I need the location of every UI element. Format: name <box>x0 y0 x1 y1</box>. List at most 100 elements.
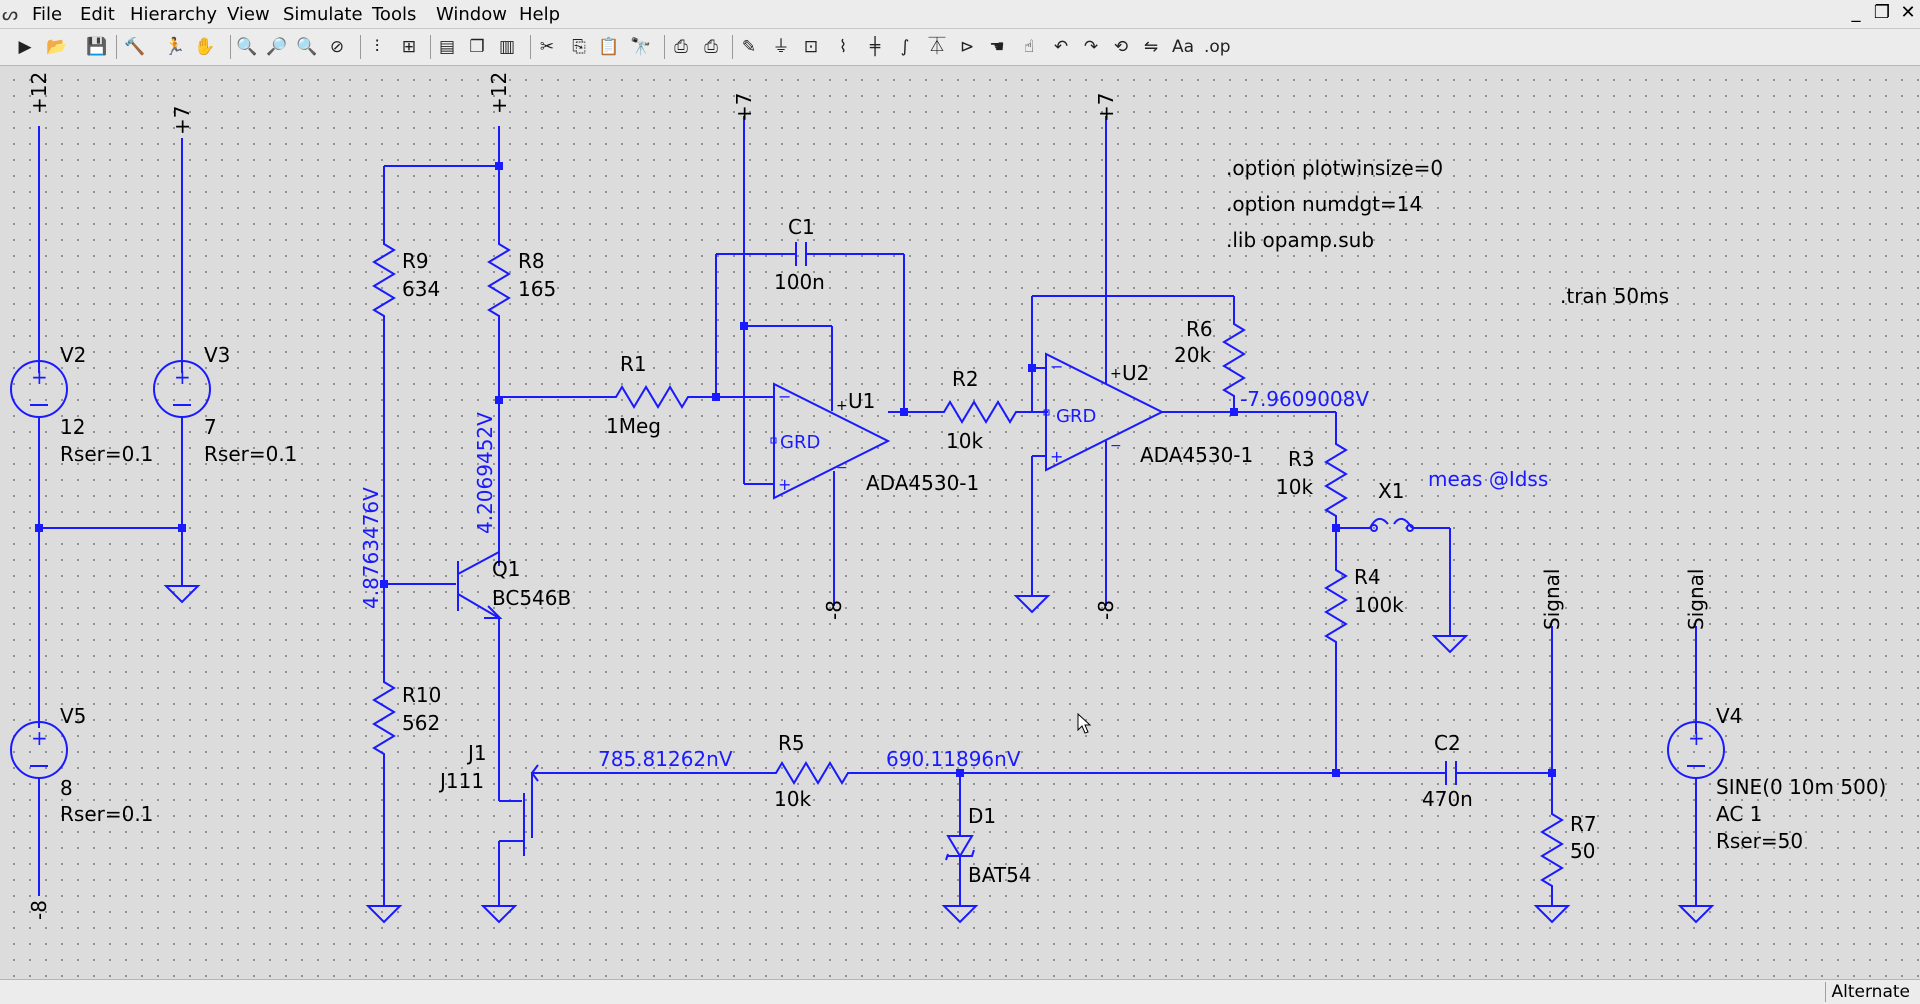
v4-name: V4 <box>1716 704 1742 728</box>
d1-value: BAT54 <box>968 863 1032 887</box>
menu-tools[interactable]: Tools <box>372 4 417 25</box>
menu-bar: ᔕ File Edit Hierarchy View Simulate Tool… <box>0 0 1920 29</box>
print-icon[interactable]: ⎙ <box>674 37 688 57</box>
paste-icon[interactable]: 📋 <box>598 37 620 57</box>
r1-value: 1Meg <box>606 414 661 438</box>
minimize-button[interactable]: _ <box>1851 2 1861 23</box>
halt-icon[interactable]: ✋ <box>194 37 216 57</box>
ground-icon[interactable]: ⏚ <box>772 37 790 57</box>
net-label-signal-2: Signal <box>1684 569 1708 630</box>
v5-rser: Rser=0.1 <box>60 802 153 826</box>
mirror-icon[interactable]: ⇋ <box>1143 37 1159 57</box>
v5-name: V5 <box>60 704 86 728</box>
j1-value: J111 <box>438 769 484 793</box>
zoom-in-icon[interactable]: 🔍 <box>236 37 258 57</box>
close-button[interactable]: ✕ <box>1900 2 1916 23</box>
draw-wire-icon[interactable]: ✎ <box>741 37 757 57</box>
menu-help[interactable]: Help <box>519 4 561 25</box>
find-icon[interactable]: 🔭 <box>630 37 652 57</box>
waveform-grid-icon[interactable]: ⊞ <box>401 37 417 57</box>
label-net-icon[interactable]: ⊡ <box>803 37 819 57</box>
spice-directives: .option plotwinsize=0 .option numdgt=14 … <box>1226 156 1669 308</box>
supply-label-minus8-v5: -8 <box>27 900 51 920</box>
svg-text:+: + <box>1688 726 1705 750</box>
supply-label-plus12-r8: +12 <box>487 72 511 114</box>
r8-name: R8 <box>518 249 545 273</box>
drag-icon[interactable]: ☝ <box>1023 37 1035 57</box>
v4-source: Signal + V4 SINE(0 10m 500) AC 1 Rser=50 <box>1667 569 1886 923</box>
redo-icon[interactable]: ↷ <box>1083 37 1099 57</box>
u2-grd-label: GRD <box>1056 406 1096 427</box>
schematic-drawing: +12 + V2 12 Rser=0.1 +7 + V3 7 Rser=0.1 … <box>10 72 1886 923</box>
supply-label-plus12: +12 <box>27 72 51 114</box>
menu-edit[interactable]: Edit <box>80 4 115 25</box>
v4-sine: SINE(0 10m 500) <box>1716 775 1886 799</box>
v4-rser: Rser=50 <box>1716 829 1803 853</box>
d1-diode <box>946 835 974 858</box>
svg-text:+: + <box>778 475 791 494</box>
menu-simulate[interactable]: Simulate <box>283 4 363 25</box>
app-icon: ᔕ <box>2 4 19 25</box>
r1-name: R1 <box>620 352 647 376</box>
zoom-out-icon[interactable]: 🔍 <box>296 37 318 57</box>
c2-value: 470n <box>1422 787 1473 811</box>
c1-value: 100n <box>774 270 825 294</box>
probe-d1-node: 690.11896nV <box>886 747 1021 771</box>
x1-meas-label: meas @Idss <box>1428 467 1548 491</box>
d1-name: D1 <box>968 804 996 828</box>
undo-icon[interactable]: ↶ <box>1053 37 1069 57</box>
v2-value: 12 <box>60 415 85 439</box>
x1-name: X1 <box>1378 479 1404 503</box>
menu-view[interactable]: View <box>227 4 270 25</box>
restore-button[interactable]: ❐ <box>1873 2 1891 23</box>
diode-icon[interactable]: ⏄ <box>928 37 946 57</box>
inductor-icon[interactable]: ∫ <box>900 37 910 57</box>
resistor-icon[interactable]: ⌇ <box>838 37 848 57</box>
r9-name: R9 <box>402 249 429 273</box>
spice-directive-icon[interactable]: .op <box>1204 37 1231 57</box>
component-icon[interactable]: ⊳ <box>959 37 975 57</box>
capacitor-icon[interactable]: ╪ <box>869 37 881 57</box>
supply-label-plus7-u2: +7 <box>1094 93 1118 122</box>
new-schematic-icon[interactable]: ▶ <box>18 37 32 57</box>
cut-icon[interactable]: ✂ <box>539 37 555 57</box>
zoom-fit-icon[interactable]: ⊘ <box>329 37 345 57</box>
v4-ac: AC 1 <box>1716 802 1762 826</box>
run-icon[interactable]: 🏃 <box>164 37 186 57</box>
rotate-icon[interactable]: ⟲ <box>1113 37 1129 57</box>
copy-icon[interactable]: ⎘ <box>572 37 586 57</box>
open-icon[interactable]: 📂 <box>46 37 68 57</box>
print-preview-icon[interactable]: ⎙ <box>704 37 718 57</box>
status-text: Alternate <box>1824 982 1916 1002</box>
text-icon[interactable]: Aa <box>1171 37 1195 57</box>
supply-label-plus7-u1: +7 <box>732 93 756 122</box>
supply-label-minus8-u1: -8 <box>822 600 846 620</box>
cascade-icon[interactable]: ❐ <box>469 37 485 57</box>
u2-name: U2 <box>1122 361 1149 385</box>
schematic-canvas[interactable]: +12 + V2 12 Rser=0.1 +7 + V3 7 Rser=0.1 … <box>0 66 1920 979</box>
q1-value: BC546B <box>492 586 571 610</box>
j1-jfet <box>482 764 540 923</box>
tile-horizontal-icon[interactable]: ▤ <box>438 37 456 57</box>
r2-value: 10k <box>946 429 983 453</box>
r10-name: R10 <box>402 683 441 707</box>
j1-name: J1 <box>466 741 487 765</box>
menu-file[interactable]: File <box>32 4 63 25</box>
probe-j1-gate: 785.81262nV <box>598 747 733 771</box>
directive-plotwinsize[interactable]: .option plotwinsize=0 <box>1226 156 1443 180</box>
v3-name: V3 <box>204 343 230 367</box>
zoom-pan-icon[interactable]: 🔎 <box>266 37 288 57</box>
u2-model: ADA4530-1 <box>1140 443 1253 467</box>
save-icon[interactable]: 💾 <box>86 37 108 57</box>
menu-hierarchy[interactable]: Hierarchy <box>130 4 218 25</box>
tile-vertical-icon[interactable]: ▥ <box>498 37 516 57</box>
waveform-autorange-icon[interactable]: ⫶ <box>374 37 380 57</box>
r4-name: R4 <box>1354 565 1381 589</box>
directive-lib[interactable]: .lib opamp.sub <box>1226 228 1374 252</box>
svg-text:+: + <box>1050 447 1063 466</box>
directive-tran[interactable]: .tran 50ms <box>1560 284 1669 308</box>
control-panel-icon[interactable]: 🔨 <box>124 37 146 57</box>
menu-window[interactable]: Window <box>436 4 507 25</box>
move-icon[interactable]: ☚ <box>989 37 1005 57</box>
directive-numdgt[interactable]: .option numdgt=14 <box>1226 192 1422 216</box>
